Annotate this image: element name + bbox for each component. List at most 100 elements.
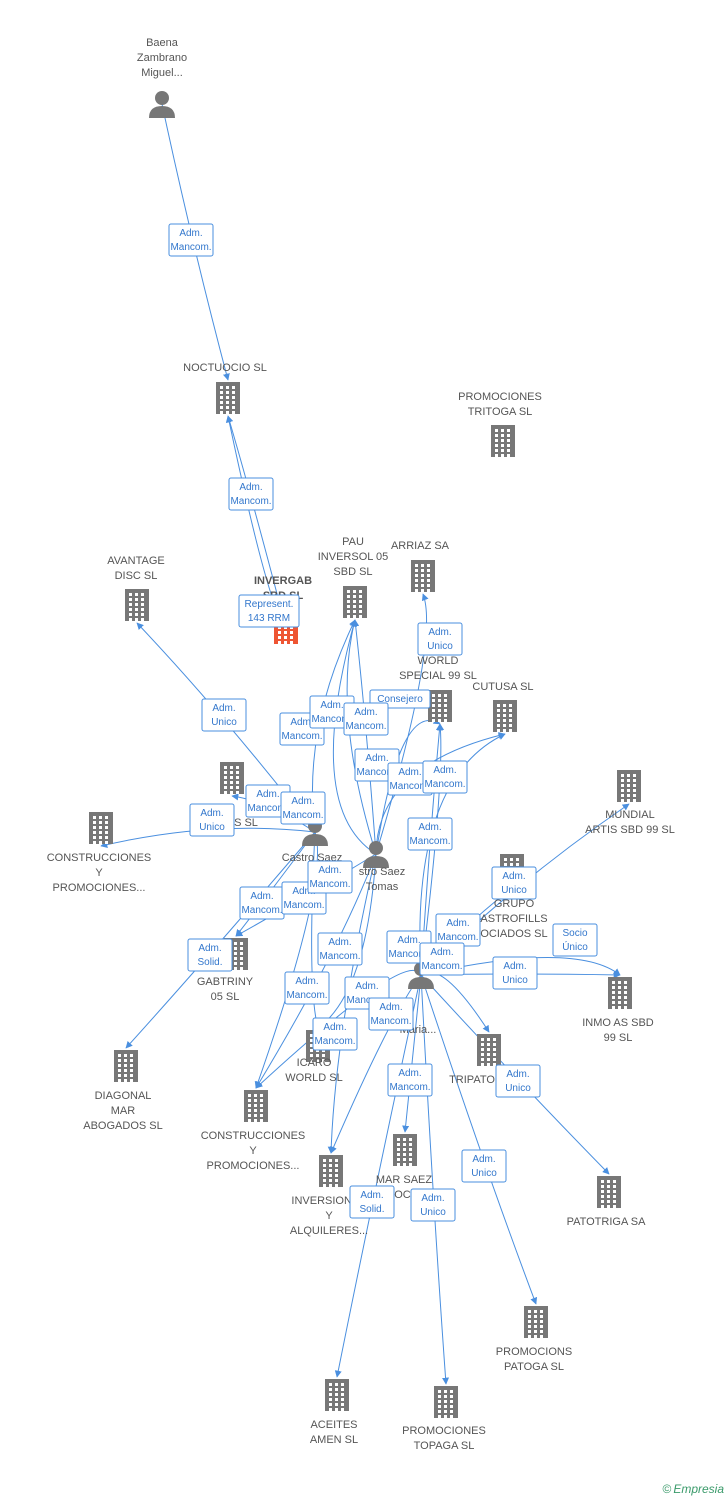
node-construcciones1[interactable]: CONSTRUCCIONESYPROMOCIONES...: [47, 812, 152, 894]
edge-label[interactable]: Adm.Unico: [495, 1064, 541, 1098]
edge-label[interactable]: Adm.Unico: [491, 866, 537, 900]
node-label: 05 SL: [211, 991, 240, 1003]
node-label: CUTUSA SL: [472, 681, 533, 693]
node-patotriga[interactable]: PATOTRIGA SA: [567, 1176, 647, 1228]
edge-label-box: [552, 923, 598, 957]
edge-label[interactable]: Adm.Mancom.: [284, 971, 330, 1005]
node-castro1[interactable]: Castro Saez: [282, 819, 343, 864]
node-label: Zambrano: [137, 52, 187, 64]
node-label: MAR: [111, 1105, 136, 1117]
edge-label-text: Adm.: [397, 935, 420, 946]
node-label: ASTROFILLS: [480, 913, 547, 925]
edge-label[interactable]: Adm.Unico: [417, 622, 463, 656]
edge-label[interactable]: Adm. Mancom.: [343, 702, 389, 736]
edge-label[interactable]: Adm.Unico: [461, 1149, 507, 1183]
edge-label-text: Mancom.: [437, 932, 478, 943]
edge-label[interactable]: Adm.Unico: [189, 803, 235, 837]
node-label: PROMOCIONS: [496, 1346, 572, 1358]
edge-label[interactable]: Adm.Mancom.: [307, 860, 353, 894]
edge-label-text: Represent.: [245, 599, 294, 610]
edge-label[interactable]: Adm.Mancom.: [317, 932, 363, 966]
edge-label-text: Mancom.: [345, 721, 386, 732]
edge-label-text: Adm.: [239, 482, 262, 493]
node-label: DISC SL: [115, 570, 158, 582]
edge-label[interactable]: Adm.Solid.: [349, 1185, 395, 1219]
edge-label-box: [312, 1017, 358, 1051]
node-inversiones[interactable]: INVERSIONESYALQUILERES...: [290, 1155, 368, 1237]
edge-label-text: Solid.: [197, 957, 222, 968]
edge-label-text: Mancom.: [282, 810, 323, 821]
edge-label[interactable]: Adm.Mancom.: [419, 942, 465, 976]
edge-label-text: Unico: [502, 975, 528, 986]
edge-label-box: [387, 1063, 433, 1097]
edge-label[interactable]: Adm.Mancom.: [168, 223, 214, 257]
node-label: PAU: [342, 536, 364, 548]
edge-line: [254, 831, 319, 1089]
edge-line: [420, 974, 538, 1305]
node-label: TRITOGA SL: [468, 406, 533, 418]
edge-label[interactable]: Represent.143 RRM: [238, 594, 300, 628]
node-label: GRUPO: [494, 898, 535, 910]
edge-label-box: [417, 622, 463, 656]
edge-label[interactable]: Adm.Unico: [492, 956, 538, 990]
edge-label[interactable]: Adm.Mancom.: [435, 913, 481, 947]
edge-label[interactable]: Adm.Mancom.: [407, 817, 453, 851]
edge-label-box: [343, 702, 389, 736]
node-noctuocio[interactable]: NOCTUOCIO SL: [183, 362, 267, 414]
edge-label-text: Adm.: [355, 981, 378, 992]
edge-label[interactable]: Adm.Mancom.: [228, 477, 274, 511]
footer-brand: ©Empresia: [662, 1482, 724, 1496]
node-grupo[interactable]: GRUPO ASTROFILLS OCIADOS SL: [480, 854, 548, 940]
edge-labels-layer: Adm.Mancom.Adm.Mancom.Represent.143 RRMA…: [168, 223, 598, 1222]
edge-label-text: Adm.: [292, 886, 315, 897]
building-icon: [244, 1090, 268, 1122]
node-label: ARTIS SBD 99 SL: [585, 824, 675, 836]
node-label: OCIADOS SL: [480, 928, 547, 940]
edge-label-box: [284, 971, 330, 1005]
node-label: CONSTRUCCIONES: [201, 1130, 306, 1142]
edge-label[interactable]: Adm.Solid.: [187, 938, 233, 972]
node-label: INVERSOL 05: [318, 551, 389, 563]
edge-label[interactable]: Adm.Unico: [201, 698, 247, 732]
edge-label[interactable]: Adm.Mancom.: [312, 1017, 358, 1051]
node-label: PROMOCIONES...: [53, 882, 146, 894]
node-cutusa[interactable]: CUTUSA SL: [472, 681, 534, 732]
edge-label-box: [422, 760, 468, 794]
edge-label-box: [410, 1188, 456, 1222]
edge-label[interactable]: Adm.Unico: [410, 1188, 456, 1222]
building-icon: [411, 560, 435, 592]
edge-label-text: Unico: [427, 641, 453, 652]
edge-label-text: Adm.: [291, 796, 314, 807]
edge-label[interactable]: Adm. Mancom.: [280, 791, 326, 825]
edge-label[interactable]: Adm.Mancom.: [387, 1063, 433, 1097]
edge-label-text: Mancom.: [409, 836, 450, 847]
edge-label-text: Adm.: [354, 707, 377, 718]
edge-label-text: Adm.: [320, 700, 343, 711]
node-arriaz[interactable]: ARRIAZ SA: [391, 540, 450, 592]
node-tripato[interactable]: TRIPATO: [449, 1034, 501, 1086]
edge-label[interactable]: Adm.Mancom.: [239, 886, 285, 920]
edge-label[interactable]: Adm.Mancom.: [368, 997, 414, 1031]
building-icon: [477, 1034, 501, 1066]
node-ss[interactable]: S SL: [220, 762, 258, 829]
edge-label-box: [307, 860, 353, 894]
edge-label-text: Único: [562, 940, 588, 953]
node-baena[interactable]: BaenaZambranoMiguel...: [137, 37, 187, 118]
node-label: DIAGONAL: [95, 1090, 152, 1102]
edge-label[interactable]: Adm.Mancom.: [422, 760, 468, 794]
edge-label[interactable]: Adm.Mancom.: [245, 784, 291, 818]
node-construcciones2[interactable]: CONSTRUCCIONESYPROMOCIONES...: [201, 1090, 306, 1172]
